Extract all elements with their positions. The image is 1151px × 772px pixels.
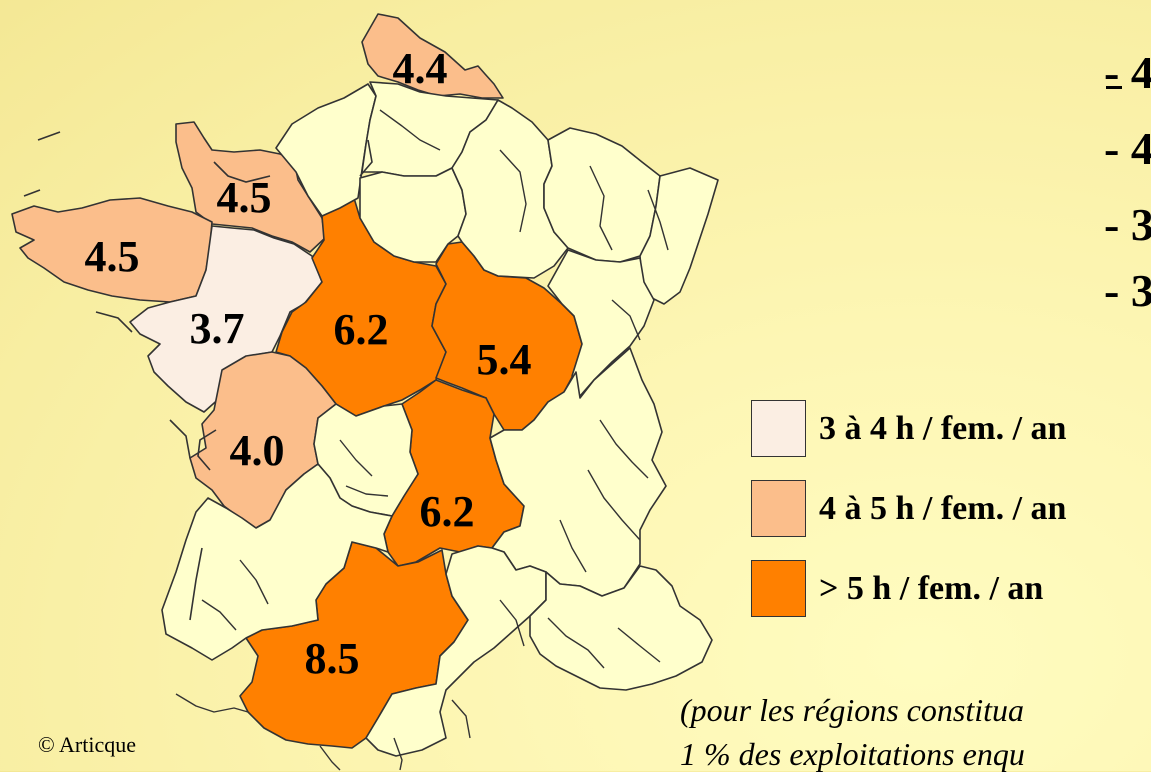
legend-label-high: > 5 h / fem. / an <box>819 570 1044 607</box>
region-value-label: 4.0 <box>230 426 285 475</box>
region-value-label: 4.5 <box>85 232 140 281</box>
region-value-label: 6.2 <box>334 305 389 354</box>
legend-label-mid: 4 à 5 h / fem. / an <box>819 490 1067 527</box>
footnote-line-1: (pour les régions constitua <box>680 692 1024 728</box>
footnote-line-2: 1 % des exploitations enqu <box>680 736 1025 772</box>
region-paca[interactable] <box>529 565 713 691</box>
region-value-label: 6.2 <box>420 487 475 536</box>
copyright-text: © Articque <box>38 732 136 757</box>
side-list-item: - 4 <box>1104 123 1151 174</box>
region-value-label: 4.4 <box>393 44 448 93</box>
region-alsace[interactable] <box>639 167 719 305</box>
region-value-label: 8.5 <box>305 634 360 683</box>
region-value-label: 3.7 <box>190 304 245 353</box>
legend-swatch-low <box>751 400 806 457</box>
region-nord-pas-de-calais[interactable] <box>361 13 504 99</box>
side-list-item: - 4 <box>1104 47 1151 98</box>
side-list-item: - 3 <box>1104 265 1151 316</box>
region-rhone-alpes[interactable] <box>489 347 667 597</box>
legend-swatch-high <box>751 560 806 617</box>
region-value-label: 5.4 <box>477 335 532 384</box>
side-list-dash <box>1106 86 1122 89</box>
legend-label-low: 3 à 4 h / fem. / an <box>819 410 1067 447</box>
region-value-label: 4.5 <box>217 173 272 222</box>
region-languedoc-roussillon[interactable] <box>365 545 547 757</box>
legend-swatch-mid <box>751 480 806 537</box>
side-list-item: - 3 <box>1104 199 1151 250</box>
region-franche-comte[interactable] <box>547 249 655 397</box>
